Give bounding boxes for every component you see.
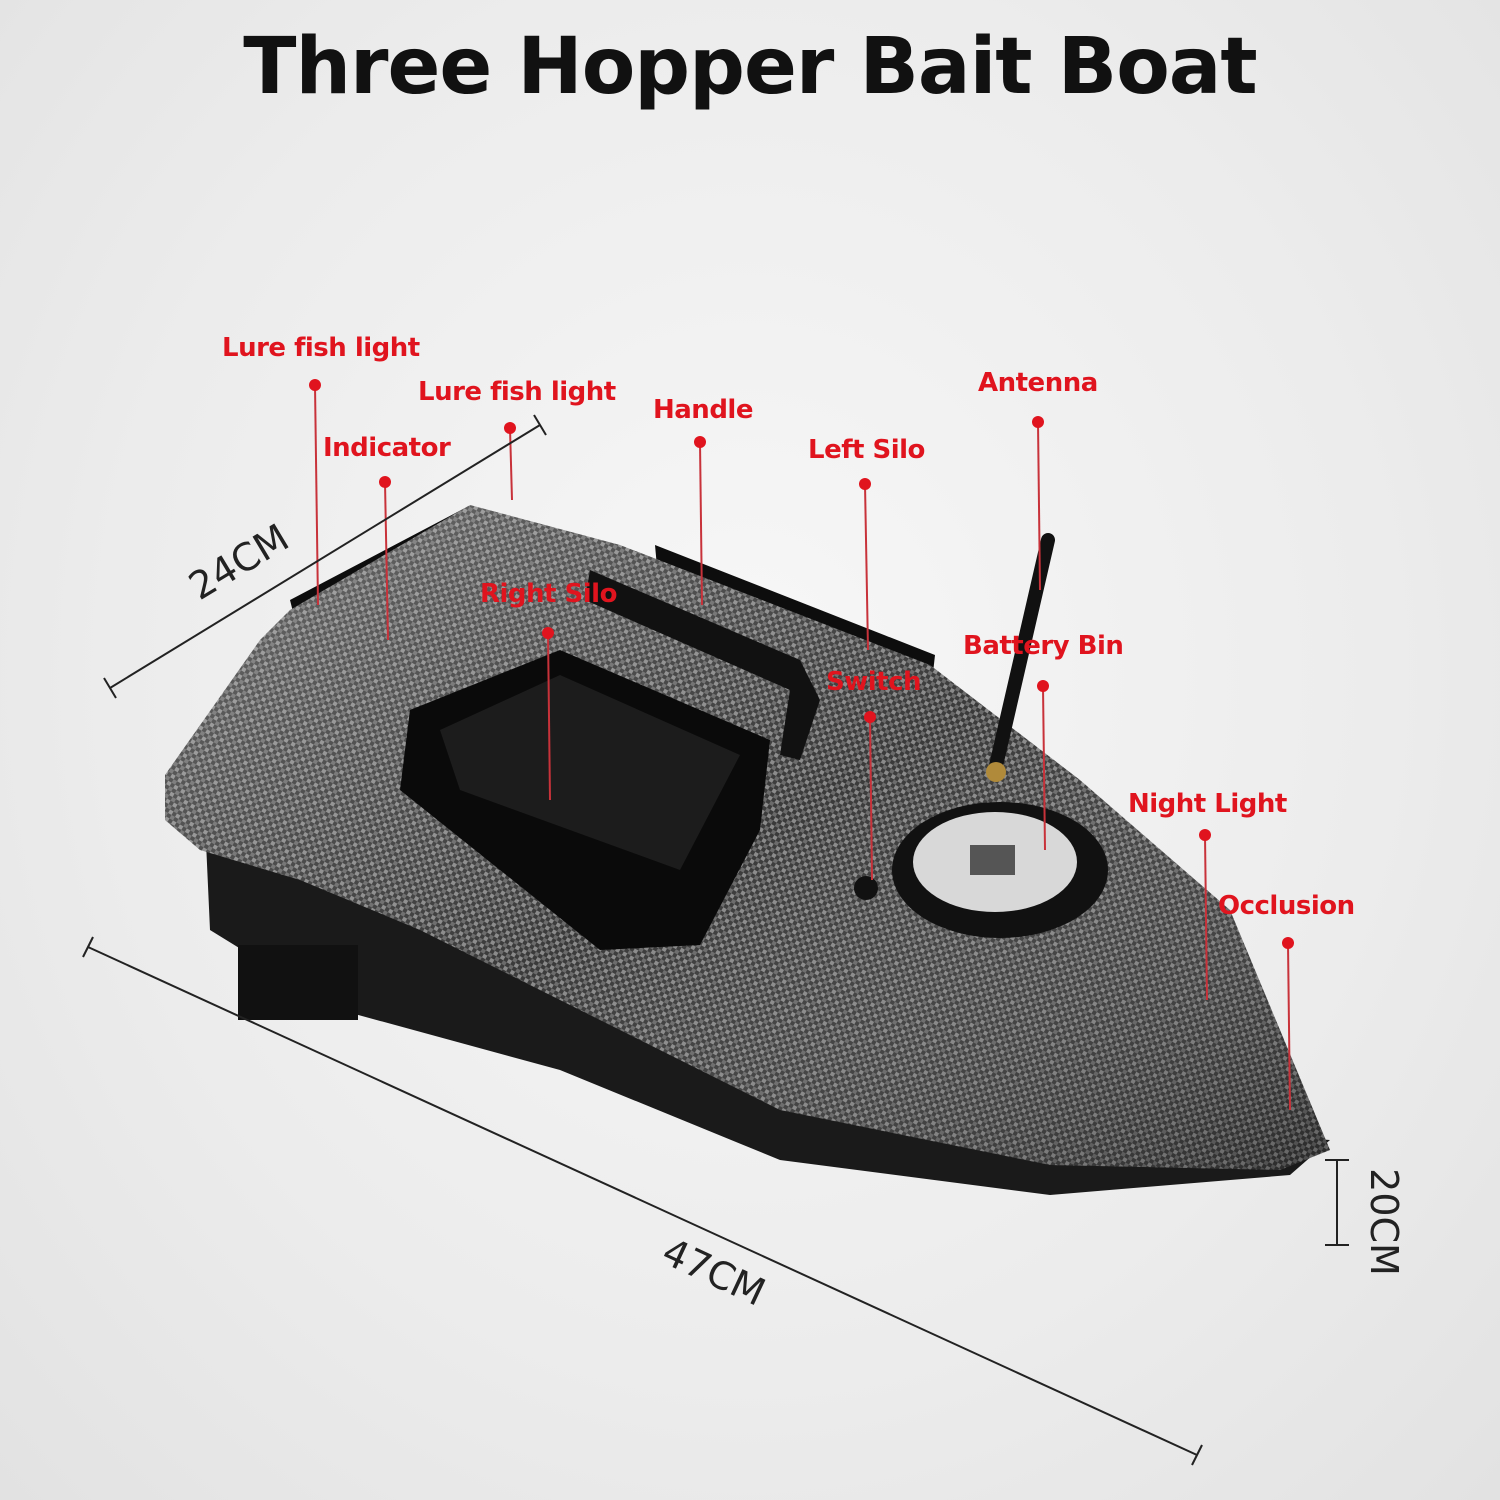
callout-lure-fish-light-right: Lure fish light — [418, 377, 616, 407]
callout-dots — [309, 379, 1294, 949]
page-title: Three Hopper Bait Boat — [243, 22, 1257, 112]
rudder — [238, 945, 358, 1020]
callout-switch: Switch — [826, 667, 922, 697]
callout-battery-bin: Battery Bin — [963, 631, 1124, 661]
callout-right-silo: Right Silo — [480, 579, 617, 609]
dimension-lines — [82, 414, 1349, 1466]
callout-lure-fish-light-left: Lure fish light — [222, 333, 420, 363]
callout-occlusion: Occlusion — [1218, 891, 1355, 921]
callout-antenna: Antenna — [978, 368, 1098, 398]
callout-left-silo: Left Silo — [808, 435, 925, 465]
callout-lines — [314, 384, 1291, 1111]
callout-indicator: Indicator — [323, 433, 451, 463]
handle — [585, 570, 820, 760]
callout-handle: Handle — [653, 395, 753, 425]
switch — [854, 876, 878, 900]
callout-night-light: Night Light — [1128, 789, 1287, 819]
dimension-height: 20CM — [1361, 1168, 1406, 1276]
